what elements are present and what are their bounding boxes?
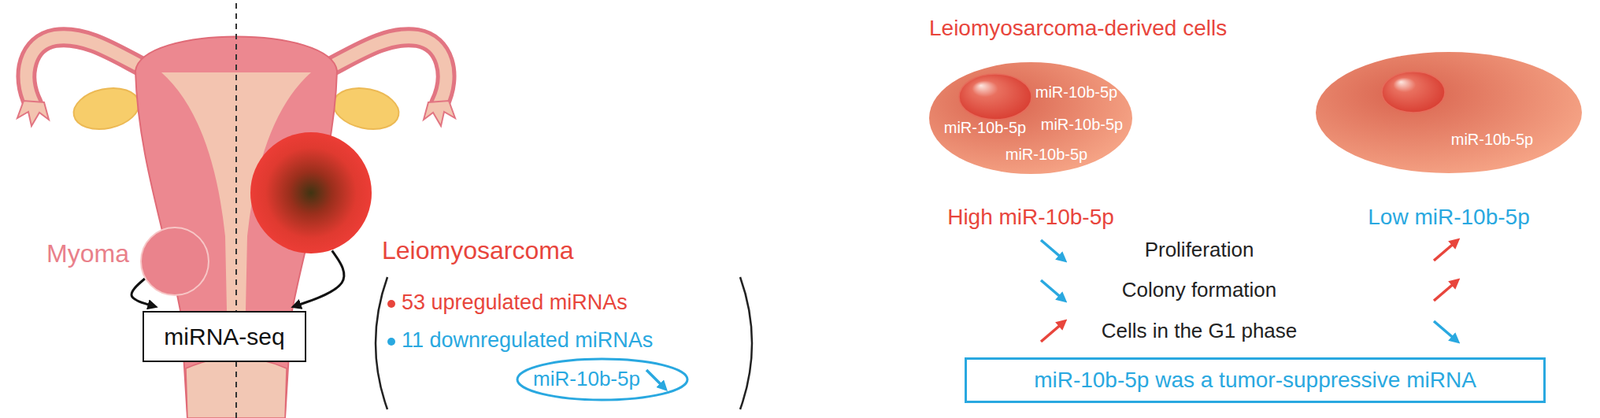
highlight-ellipse: miR-10b-5p xyxy=(515,357,689,402)
increase-arrow xyxy=(1433,241,1456,261)
cell-body xyxy=(929,62,1133,175)
node-label: miRNA-seq xyxy=(163,322,285,351)
node-label: miR-10b-5p xyxy=(1005,145,1088,164)
panel-heading: Leiomyosarcoma-derived cells xyxy=(929,15,1227,41)
node-label: miR-10b-5p xyxy=(1040,115,1123,134)
list-item: 53 upregulated miRNAs xyxy=(401,290,628,315)
circle-shape xyxy=(250,132,372,254)
circle-shape xyxy=(140,227,209,296)
node-label: miR-10b-5p was a tumor-suppressive miRNA xyxy=(1033,367,1477,393)
list-item: 11 downregulated miRNAs xyxy=(401,328,653,353)
increase-arrow xyxy=(1040,322,1063,342)
cell-low-outline xyxy=(1314,51,1583,175)
right-fimbriae xyxy=(423,100,456,126)
row-label: Proliferation xyxy=(1144,238,1255,263)
node-label: miR-10b-5p xyxy=(533,367,641,392)
left-parenthesis xyxy=(375,277,388,410)
decrease-arrow xyxy=(1040,240,1063,260)
process-box: miRNA-seq xyxy=(142,311,307,363)
row-label: Cells in the G1 phase xyxy=(1101,319,1298,344)
right-parenthesis xyxy=(740,277,752,410)
cell-high: miR-10b-5p miR-10b-5p miR-10b-5p miR-10b-5p xyxy=(928,61,1134,175)
leiomyosarcoma-circle: Leiomyosarcoma xyxy=(249,131,373,255)
decrease-arrow xyxy=(1040,280,1063,300)
node-label: Myoma xyxy=(46,239,130,269)
ellipse-shape xyxy=(517,359,688,400)
red-bullet xyxy=(387,300,396,308)
node-label: miR-10b-5p xyxy=(1451,130,1534,149)
conclusion-box: miR-10b-5p was a tumor-suppressive miRNA xyxy=(964,357,1546,404)
leiomyosarcoma-circle-outline xyxy=(249,131,373,255)
cell-body xyxy=(1315,51,1582,174)
left-ovary xyxy=(70,82,144,135)
right-ovary xyxy=(329,82,404,135)
blue-bullet xyxy=(387,337,396,346)
row-label: Colony formation xyxy=(1122,278,1278,303)
cell-low: miR-10b-5p xyxy=(1314,51,1583,175)
node-label: miR-10b-5p xyxy=(944,118,1026,138)
cell-nucleus xyxy=(1381,71,1445,113)
left-fimbriae xyxy=(17,100,49,126)
group-label: High miR-10b-5p xyxy=(947,204,1115,230)
flow-arrow xyxy=(294,250,344,307)
group-label: Low miR-10b-5p xyxy=(1367,204,1530,230)
increase-arrow xyxy=(1433,281,1456,301)
myoma-circle-outline xyxy=(140,226,210,297)
node-label: miR-10b-5p xyxy=(1035,83,1118,102)
cell-nucleus xyxy=(959,74,1032,120)
decrease-arrow xyxy=(1433,321,1456,341)
myoma-circle: Myoma xyxy=(140,226,210,297)
decrease-arrow xyxy=(646,370,664,388)
node-label: Leiomyosarcoma xyxy=(381,236,575,266)
